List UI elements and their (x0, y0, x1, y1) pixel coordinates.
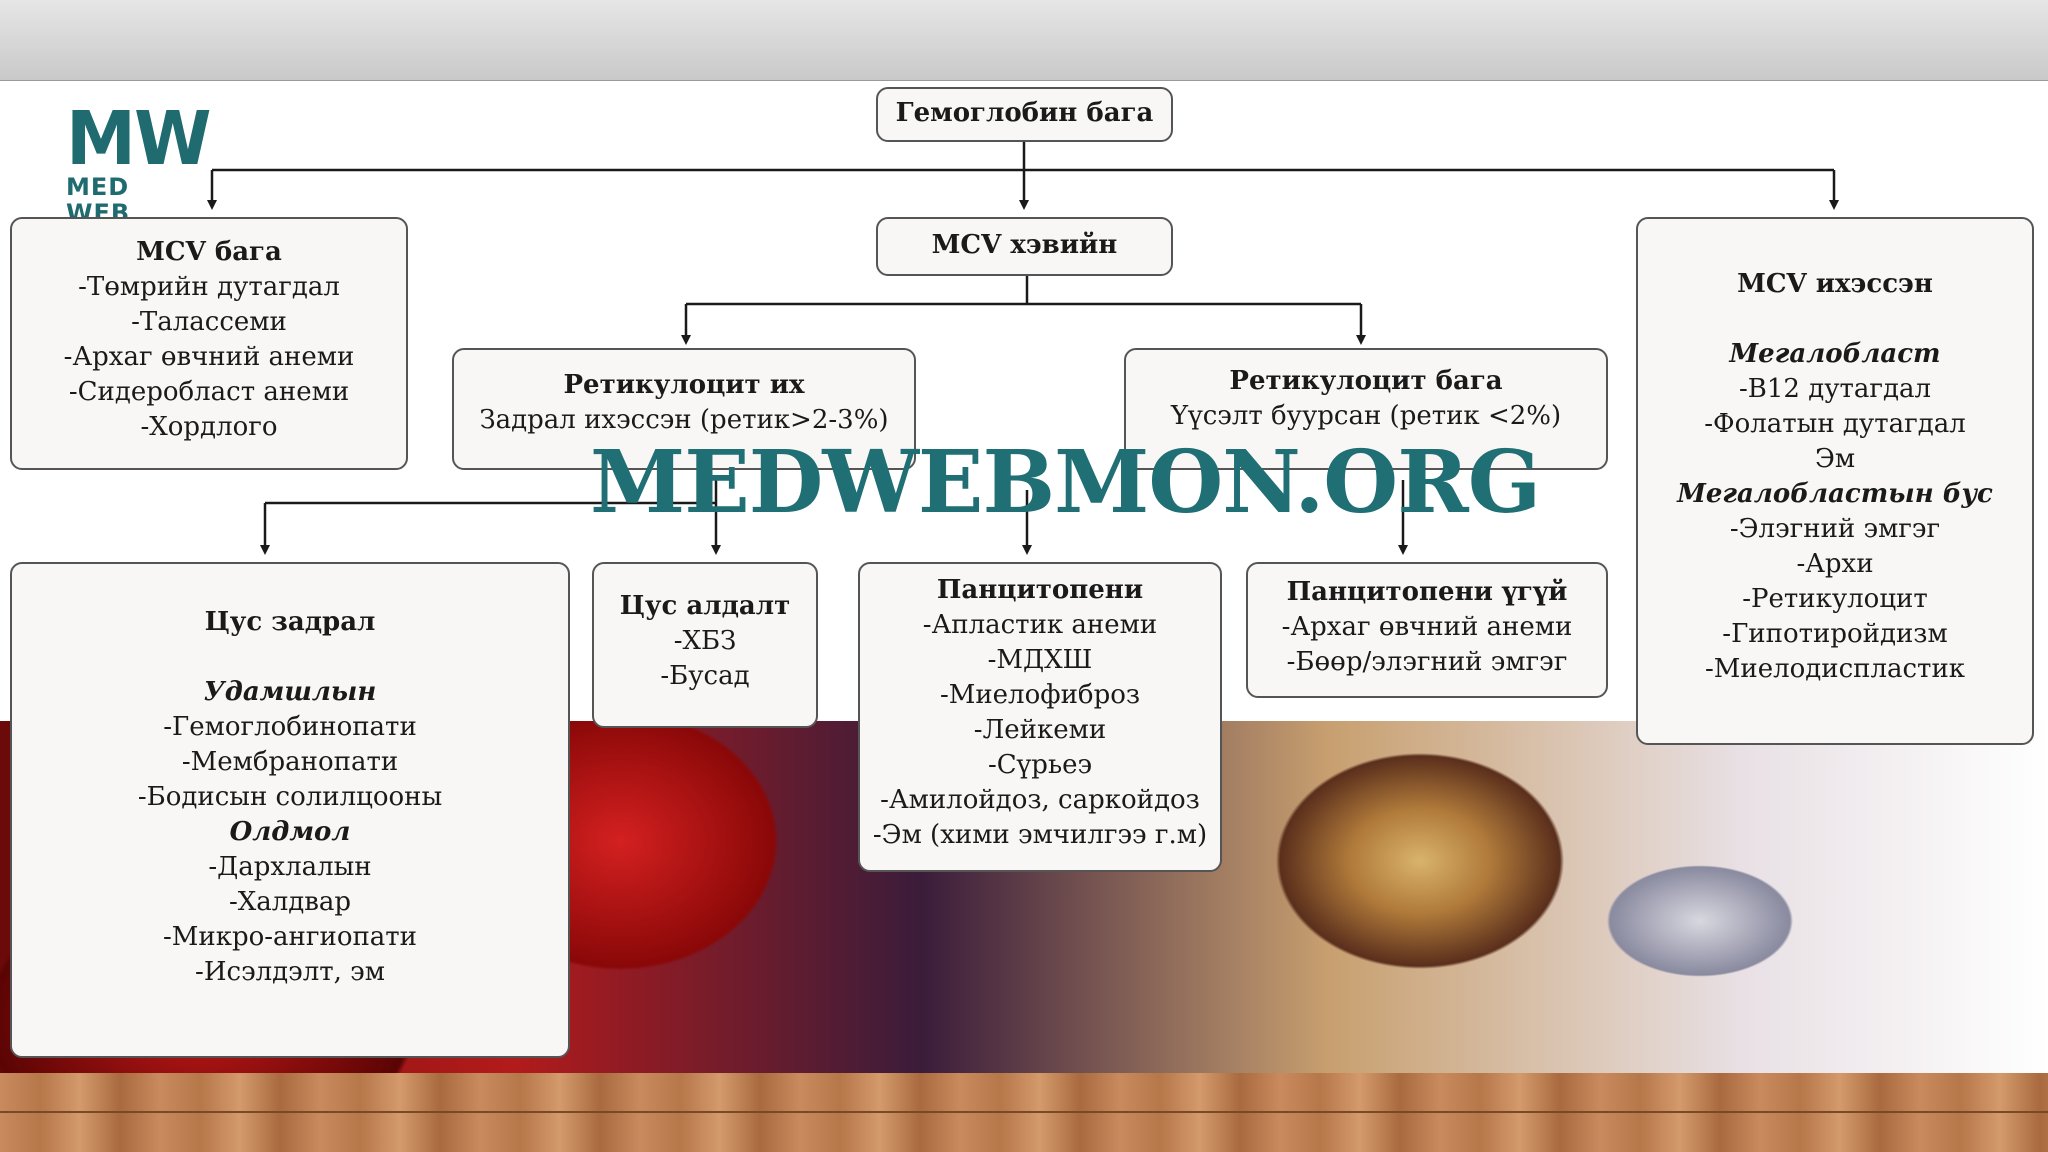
list-item: -Миелодиспластик (1704, 654, 1966, 684)
list-item: -Фолатын дутагдал (1704, 409, 1966, 439)
list-item: -Архаг өвчний анеми (1281, 612, 1573, 642)
megaloblastic-heading: Мегалобласт (1729, 339, 1941, 369)
list-item: -Хордлого (140, 412, 278, 442)
list-item: -Төмрийн дутагдал (78, 272, 340, 302)
list-item: -ХБЗ (673, 626, 737, 656)
list-item: -Элэгний эмгэг (1729, 514, 1941, 544)
mcv-low-title: MCV бага (136, 237, 282, 267)
no-pancytopenia-title: Панцитопени үгүй (1286, 577, 1568, 607)
list-item: -Исэлдэлт, эм (195, 957, 385, 987)
hemolysis-title: Цус задрал (204, 607, 376, 637)
list-item: -Микро-ангиопати (162, 922, 418, 952)
list-item: -Архи (1796, 549, 1874, 579)
pancytopenia-node: Панцитопени -Апластик анеми -МДХШ -Миело… (858, 562, 1222, 872)
list-item: -Миелофиброз (939, 680, 1141, 710)
slide-top-band (0, 0, 2048, 81)
retic-low-title: Ретикулоцит бага (1229, 366, 1503, 396)
list-item: Эм (1814, 444, 1856, 474)
list-item: -Мембранопати (181, 747, 399, 777)
list-item: -Сидеробласт анеми (68, 377, 350, 407)
hemolysis-node: Цус задрал Удамшлын -Гемоглобинопати -Ме… (10, 562, 570, 1058)
list-item: -Эм (хими эмчилгээ г.м) (872, 820, 1208, 850)
list-item: -Гипотиройдизм (1722, 619, 1948, 649)
list-item: -Ретикулоцит (1742, 584, 1928, 614)
root-title: Гемоглобин бага (895, 98, 1154, 128)
retic-low-node: Ретикулоцит бага Үүсэлт буурсан (ретик <… (1124, 348, 1608, 470)
watermark-text: MEDWEBMON.ORG (590, 432, 1541, 533)
list-item: -Сүрьеэ (987, 750, 1093, 780)
list-item: -Апластик анеми (922, 610, 1158, 640)
retic-low-detail: Үүсэлт буурсан (ретик <2%) (1170, 401, 1562, 431)
retic-high-detail: Задрал ихэссэн (ретик>2-3%) (479, 405, 889, 435)
list-item: -Бодисын солилцооны (137, 782, 443, 812)
mcv-normal-node: MCV хэвийн (876, 217, 1173, 276)
blood-loss-title: Цус алдалт (619, 591, 791, 621)
list-item: -МДХШ (987, 645, 1093, 675)
retic-high-node: Ретикулоцит их Задрал ихэссэн (ретик>2-3… (452, 348, 916, 470)
list-item: -Гемоглобинопати (163, 712, 417, 742)
list-item: -B12 дутагдал (1738, 374, 1932, 404)
no-pancytopenia-node: Панцитопени үгүй -Архаг өвчний анеми -Бө… (1246, 562, 1608, 698)
list-item: -Бөөр/элэгний эмгэг (1286, 647, 1568, 677)
medweb-logo: MW MED WEB (66, 102, 212, 226)
inherited-heading: Удамшлын (203, 677, 377, 707)
blood-loss-node: Цус алдалт -ХБЗ -Бусад (592, 562, 818, 728)
root-node: Гемоглобин бага (876, 87, 1173, 142)
mcv-high-node: MCV ихэссэн Мегалобласт -B12 дутагдал -Ф… (1636, 217, 2034, 745)
pancytopenia-title: Панцитопени (936, 575, 1144, 605)
list-item: -Халдвар (228, 887, 352, 917)
mcv-normal-title: MCV хэвийн (931, 230, 1118, 260)
list-item: -Архаг өвчний анеми (63, 342, 355, 372)
list-item: -Бусад (660, 661, 750, 691)
mcv-low-node: MCV бага -Төмрийн дутагдал -Талассеми -А… (10, 217, 408, 470)
mcv-high-title: MCV ихэссэн (1737, 269, 1933, 299)
list-item: -Дархлалын (208, 852, 372, 882)
non-megaloblastic-heading: Мегалобластын бус (1677, 479, 1993, 509)
list-item: -Талассеми (131, 307, 287, 337)
list-item: -Амилойдоз, саркойдоз (880, 785, 1200, 815)
wood-floor-background (0, 1073, 2048, 1152)
list-item: -Лейкеми (973, 715, 1107, 745)
retic-high-title: Ретикулоцит их (563, 370, 805, 400)
acquired-heading: Олдмол (229, 817, 351, 847)
